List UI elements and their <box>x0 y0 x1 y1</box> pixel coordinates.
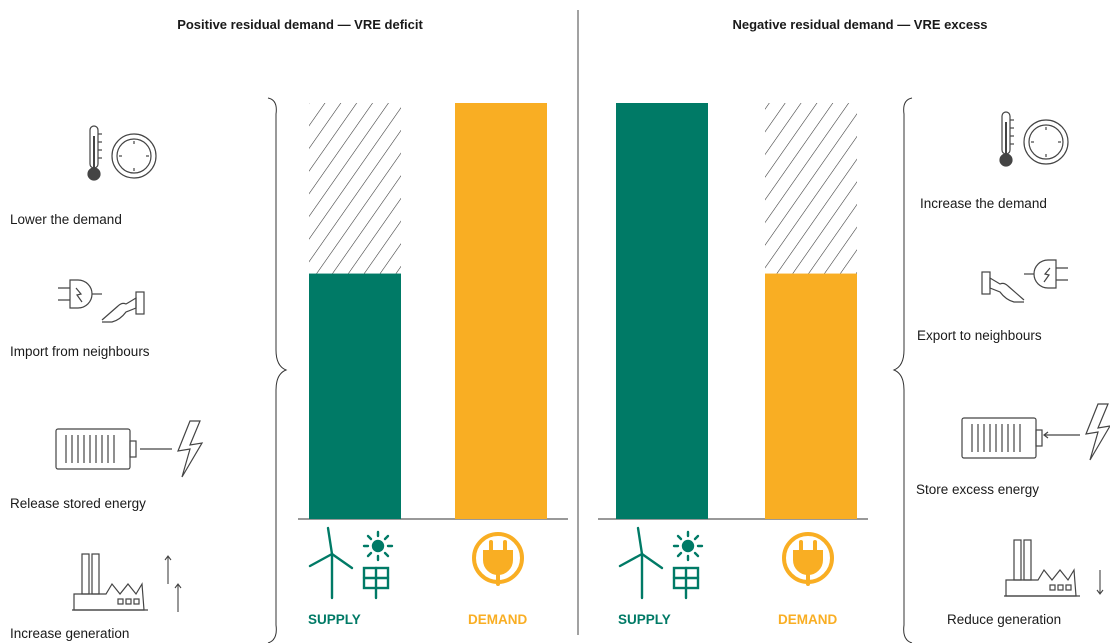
factory-icon <box>71 553 149 611</box>
left-demand-bar <box>455 103 547 519</box>
action-lower-demand: Lower the demand <box>10 212 122 227</box>
right-brace <box>892 97 913 643</box>
plug-circle-icon <box>782 532 834 586</box>
arrow-down-icon <box>1096 570 1104 595</box>
lightning-icon <box>177 420 203 478</box>
action-store-excess: Store excess energy <box>916 482 1040 497</box>
left-demand-label: DEMAND <box>468 612 528 627</box>
arrows-up-icon <box>164 555 182 612</box>
thermometer-gauge-icon <box>999 111 1069 167</box>
right-demand-bar <box>765 273 857 519</box>
wind-solar-icon <box>308 526 394 600</box>
wind-solar-icon <box>618 526 704 600</box>
action-increase-demand: Increase the demand <box>920 196 1047 211</box>
right-supply-label: SUPPLY <box>618 612 671 627</box>
left-supply-gap-hatch <box>309 103 401 274</box>
action-export: Export to neighbours <box>917 328 1042 343</box>
left-supply-label: SUPPLY <box>308 612 361 627</box>
action-release-stored: Release stored energy <box>10 496 146 511</box>
action-increase-generation: Increase generation <box>10 626 130 641</box>
plug-circle-icon <box>472 532 524 586</box>
right-supply-bar <box>616 103 708 519</box>
plug-hand-icon <box>981 259 1069 303</box>
thermometer-gauge-icon <box>87 125 157 181</box>
right-panel-title: Negative residual demand — VRE excess <box>732 17 988 32</box>
battery-icon <box>55 428 137 470</box>
action-import: Import from neighbours <box>10 344 150 359</box>
right-demand-gap-hatch <box>765 103 857 274</box>
action-reduce-generation: Reduce generation <box>947 612 1062 627</box>
left-panel-title: Positive residual demand — VRE deficit <box>177 17 423 32</box>
left-brace <box>267 97 288 643</box>
factory-icon <box>1003 539 1081 597</box>
plug-hand-icon <box>57 279 145 323</box>
left-supply-bar <box>309 273 401 519</box>
lightning-icon <box>1085 403 1110 461</box>
right-demand-label: DEMAND <box>778 612 838 627</box>
battery-icon <box>961 417 1043 459</box>
